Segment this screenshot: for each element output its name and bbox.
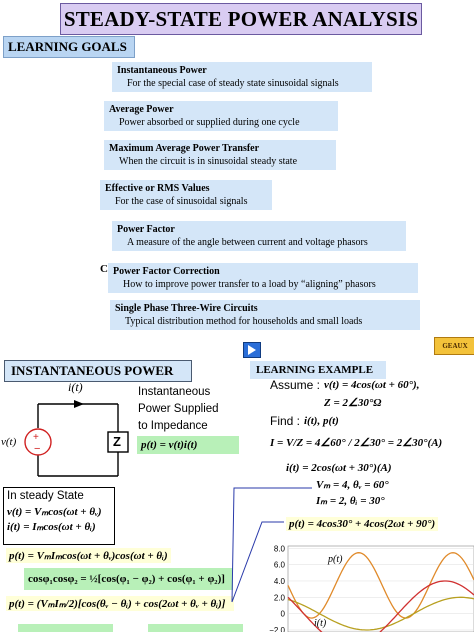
- play-icon[interactable]: [243, 342, 261, 358]
- assume-impedance: Z = 2∠30°Ω: [324, 397, 382, 409]
- series-line-1: [287, 596, 474, 631]
- series-label-pt: p(t): [327, 554, 343, 565]
- svg-text:+: +: [33, 432, 39, 443]
- goal-instantaneous-power[interactable]: Instantaneous Power For the special case…: [112, 62, 372, 92]
- power-waveform-chart: 8.0 6.0 4.0 2.0 0 −2.0 p(t) i(t): [269, 544, 474, 632]
- steady-i-equation: i(t) = Iₘcos(ωt + θᵢ): [7, 521, 96, 533]
- goal-title: Power Factor: [117, 224, 175, 235]
- bottom-green-strip: [18, 624, 113, 632]
- series-line-2: [287, 580, 474, 632]
- svg-text:−: −: [34, 443, 40, 455]
- goal-desc: A measure of the angle between current a…: [127, 237, 368, 248]
- current-params: Iₘ = 2, θᵢ = 30°: [316, 495, 385, 507]
- phasor-current-equation: I = V/Z = 4∠60° / 2∠30° = 2∠30°(A): [270, 437, 443, 449]
- current-arrow-icon: [74, 400, 84, 408]
- supplied-line: Instantaneous: [138, 386, 211, 398]
- goal-desc: For the case of sinusoidal signals: [115, 196, 248, 207]
- goal-max-power-transfer[interactable]: Maximum Average Power Transfer When the …: [104, 140, 336, 170]
- goal-title: Effective or RMS Values: [105, 183, 210, 194]
- assume-voltage: v(t) = 4cos(ωt + 60°),: [324, 379, 420, 391]
- instantaneous-power-header: INSTANTANEOUS POWER: [4, 360, 192, 382]
- goal-power-factor-correction[interactable]: Power Factor Correction How to improve p…: [108, 263, 418, 293]
- goal-title: Single Phase Three-Wire Circuits: [115, 303, 258, 314]
- stray-letter: C: [100, 263, 108, 275]
- supplied-line: Power Supplied: [138, 403, 219, 415]
- power-product-equation: p(t) = VₘIₘcos(ωt + θᵥ)cos(ωt + θᵢ): [6, 548, 171, 563]
- goal-average-power[interactable]: Average Power Power absorbed or supplied…: [104, 101, 338, 131]
- circuit-diagram: + −: [24, 400, 129, 477]
- y-tick-label: −2.0: [269, 626, 285, 632]
- goal-three-wire[interactable]: Single Phase Three-Wire Circuits Typical…: [110, 300, 420, 330]
- voltage-source-icon: [24, 428, 52, 456]
- goal-power-factor[interactable]: Power Factor A measure of the angle betw…: [112, 221, 406, 251]
- assume-label: Assume :: [270, 378, 321, 392]
- goal-title: Instantaneous Power: [117, 65, 207, 76]
- goal-desc: How to improve power transfer to a load …: [123, 279, 376, 290]
- goal-title: Power Factor Correction: [113, 266, 220, 277]
- final-power-equation: p(t) = (VₘIₘ/2)[cos(θᵥ − θᵢ) + cos(2ωt +…: [6, 596, 234, 611]
- goal-rms-values[interactable]: Effective or RMS Values For the case of …: [100, 180, 272, 210]
- steady-v-equation: v(t) = Vₘcos(ωt + θᵥ): [7, 506, 102, 518]
- supplied-line: to Impedance: [138, 420, 208, 432]
- goal-desc: Power absorbed or supplied during one cy…: [119, 117, 300, 128]
- power-time-equation: p(t) = 4cos30° + 4cos(2ωt + 90°): [286, 517, 439, 531]
- goal-title: Maximum Average Power Transfer: [109, 143, 260, 154]
- y-tick-label: 6.0: [274, 561, 286, 570]
- y-tick-label: 4.0: [274, 577, 286, 586]
- impedance-label: Z: [113, 434, 121, 449]
- bottom-green-strip: [148, 624, 243, 632]
- current-time-equation: i(t) = 2cos(ωt + 30°)(A): [286, 462, 392, 474]
- learning-goals-header: LEARNING GOALS: [3, 36, 135, 58]
- supplied-text: Instantaneous Power Supplied to Impedanc…: [138, 384, 219, 435]
- voltage-params: Vₘ = 4, θᵥ = 60°: [316, 479, 389, 491]
- series-label-it: i(t): [314, 618, 327, 629]
- steady-state-box: In steady State v(t) = Vₘcos(ωt + θᵥ) i(…: [3, 487, 115, 545]
- goal-title: Average Power: [109, 104, 174, 115]
- goal-desc: Typical distribution method for househol…: [125, 316, 363, 327]
- goal-desc: When the circuit is in sinusoidal steady…: [119, 156, 298, 167]
- impedance-box: [107, 431, 129, 453]
- y-tick-label: 8.0: [274, 544, 286, 553]
- steady-state-label: In steady State: [7, 490, 84, 502]
- geaux-button[interactable]: GEAUX: [434, 337, 474, 355]
- learning-example-header: LEARNING EXAMPLE: [250, 361, 386, 379]
- supplied-equation: p(t) = v(t)i(t): [137, 436, 239, 454]
- page-title: STEADY-STATE POWER ANALYSIS: [60, 3, 422, 35]
- y-tick-label: 2.0: [274, 593, 286, 602]
- goal-desc: For the special case of steady state sin…: [127, 78, 339, 89]
- current-label: i(t): [68, 380, 83, 394]
- trig-identity: cosφ₁cosφ₂ = ½[cos(φ₁ − φ₂) + cos(φ₁ + φ…: [24, 568, 233, 590]
- find-items: i(t), p(t): [304, 415, 339, 427]
- find-label: Find :: [270, 414, 301, 428]
- voltage-label: v(t): [1, 436, 17, 448]
- y-tick-label: 0: [281, 610, 286, 619]
